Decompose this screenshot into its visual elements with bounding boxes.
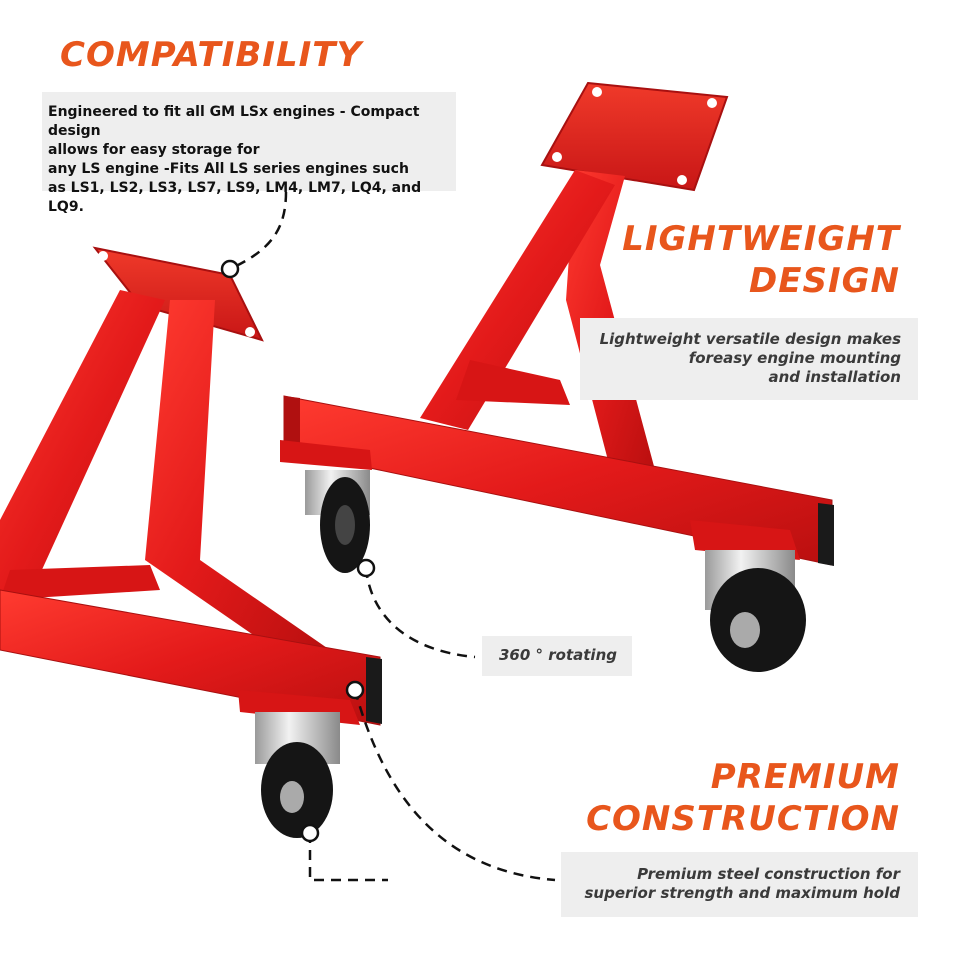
rotating-label: 360 ° rotating [499,646,617,664]
connector-lower-caster [308,833,388,882]
connector-premium [353,689,556,882]
dot-premium [345,680,365,700]
left-base-beam [0,589,381,726]
premium-line-2: superior strength and maximum hold [584,884,901,902]
premium-heading-line-1: PREMIUM [710,757,900,797]
premium-heading-line-2: CONSTRUCTION [586,799,900,839]
dot-rotating [356,558,376,578]
lightweight-line-3: and installation [768,368,901,386]
premium-caption-box: Premium steel construction for superior … [561,852,918,917]
left-stand-caster [238,690,360,838]
dot-lower-caster [300,823,320,843]
compatibility-line-3: any LS engine -Fits All LS series engine… [48,161,409,177]
right-stand-right-caster [690,520,806,672]
rotating-caption-box: 360 ° rotating [482,636,632,676]
compatibility-line-1: Engineered to fit all GM LSx engines - C… [48,104,420,139]
lightweight-heading: LIGHTWEIGHT DESIGN [622,222,900,298]
lightweight-line-1: Lightweight versatile design makes [599,330,901,348]
lightweight-caption-box: Lightweight versatile design makes forea… [580,318,918,400]
left-engine-stand [0,246,382,838]
callout-dots [220,259,376,843]
right-mount-plate [540,81,729,192]
compatibility-line-4: as LS1, LS2, LS3, LS7, LS9, LM4, LM7, LQ… [48,180,422,215]
premium-line-1: Premium steel construction for [637,865,900,883]
lightweight-heading-line-2: DESIGN [749,261,900,301]
connector-compatibility [231,191,288,270]
compatibility-line-2: allows for easy storage for [48,142,260,158]
lightweight-line-2: foreasy engine mounting [688,349,901,367]
connector-rotating [364,567,476,659]
compatibility-caption-box: Engineered to fit all GM LSx engines - C… [42,92,456,215]
premium-heading: PREMIUM CONSTRUCTION [586,760,900,836]
lightweight-heading-line-1: LIGHTWEIGHT [622,219,900,259]
dot-compatibility [220,259,240,279]
compatibility-heading: COMPATIBILITY [60,35,363,75]
right-stand-left-caster [280,440,372,573]
left-mount-plate [92,246,264,342]
callout-connectors [231,191,556,882]
